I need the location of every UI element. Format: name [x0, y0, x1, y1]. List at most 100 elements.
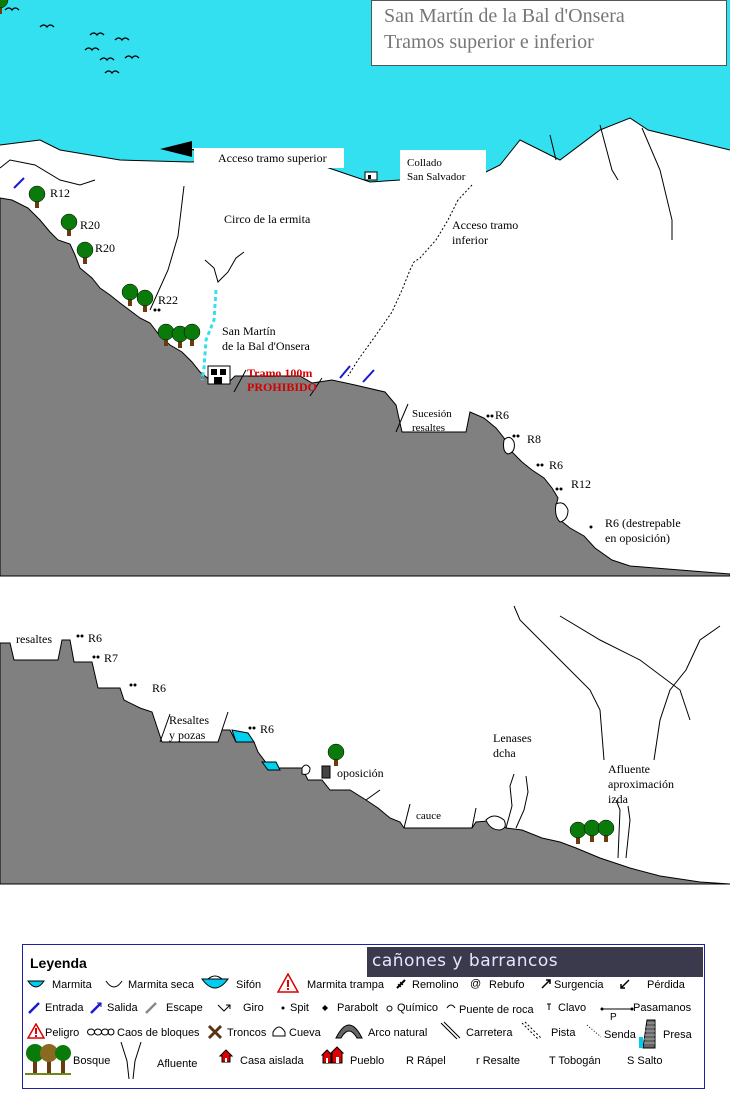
peligro-icon	[27, 1023, 45, 1039]
waterfall-dashes	[200, 289, 218, 381]
label-r6a: R6	[495, 408, 510, 422]
title-box: San Martín de la Bal d'Onsera Tramos sup…	[371, 0, 727, 66]
perdida-icon	[620, 979, 630, 989]
label-collado-1: Collado	[407, 157, 442, 169]
drop-divider	[233, 369, 409, 433]
presa-icon	[639, 1019, 656, 1049]
sifon-icon	[201, 975, 229, 989]
label-r8: R8	[527, 432, 542, 446]
label-oposicion: oposición	[337, 766, 384, 780]
pool-lower-1	[231, 729, 255, 743]
circo-line-1	[149, 185, 185, 311]
acceso-inferior-trail	[347, 199, 459, 377]
senda-icon	[586, 1024, 602, 1038]
label-r6b: R6	[549, 458, 564, 472]
legend-giro: Giro	[243, 1002, 264, 1014]
valley-line-1	[513, 605, 605, 761]
lenases-gully	[505, 773, 529, 829]
oposicion-block	[321, 765, 331, 779]
legend-peligro: Peligro	[45, 1027, 80, 1039]
legend-pista: Pista	[551, 1027, 576, 1039]
marmita-icon	[27, 980, 45, 988]
label-prohibido-1: Tramo 100m	[247, 366, 313, 380]
pool-upper-2	[555, 502, 569, 523]
legend-parabolt: Parabolt	[337, 1002, 378, 1014]
birds	[4, 7, 140, 75]
valley-line-2	[653, 625, 721, 761]
quimico-icon	[386, 1005, 393, 1012]
tree-group	[0, 0, 9, 14]
remolino-icon	[396, 979, 406, 989]
ridge-line-right	[549, 124, 673, 240]
legend-presa: Presa	[663, 1029, 692, 1041]
ermita-building	[207, 365, 231, 385]
legend-remolino: Remolino	[412, 979, 459, 991]
label-r12: R12	[50, 186, 71, 200]
legend: Leyenda cañones y barrancos Marmita Marm…	[22, 944, 705, 1089]
legend-rapel: R Rápel	[406, 1055, 446, 1067]
legend-title: Leyenda	[30, 955, 87, 971]
cueva-icon	[272, 1026, 286, 1037]
pista-icon	[521, 1021, 542, 1040]
legend-perdida: Pérdida	[647, 979, 685, 991]
legend-tobogan: T Tobogán	[549, 1055, 601, 1067]
caos-icon	[87, 1028, 115, 1036]
legend-salto: S Salto	[627, 1055, 663, 1067]
label-circo: Circo de la ermita	[224, 212, 311, 226]
drop-divider-lower	[159, 711, 477, 829]
pueblo-icon	[321, 1046, 345, 1064]
brand-banner: cañones y barrancos	[367, 947, 703, 977]
entrada-icon	[28, 1002, 40, 1014]
legend-escape: Escape	[166, 1002, 203, 1014]
legend-pasamanos: Pasamanos	[633, 1002, 692, 1014]
legend-entrada: Entrada	[45, 1002, 84, 1014]
afluente-gully	[615, 799, 631, 859]
legend-spit: Spit	[290, 1002, 309, 1014]
label-r22: R22	[158, 293, 179, 307]
legend-pueblo: Pueblo	[350, 1055, 385, 1067]
title-line-1: San Martín de la Bal d'Onsera	[384, 5, 625, 27]
legend-marmita-trampa: Marmita trampa	[307, 979, 385, 991]
label-r20b: R20	[95, 241, 116, 255]
puente-roca-icon	[446, 1004, 456, 1009]
label-r6e: R6	[152, 681, 167, 695]
title-line-2: Tramos superior e inferior	[384, 31, 594, 53]
label-r6f: R6	[260, 722, 275, 736]
spit-icon	[281, 1006, 285, 1010]
legend-troncos: Troncos	[227, 1027, 267, 1039]
bosque-icon	[25, 1044, 71, 1075]
label-afluente-1: Afluente	[608, 762, 650, 776]
legend-resalte: r Resalte	[476, 1055, 521, 1067]
legend-salida: Salida	[107, 1002, 138, 1014]
label-prohibido-2: PROHIBIDO	[247, 380, 318, 394]
casa-aislada-icon	[219, 1049, 233, 1063]
pool-lower-4	[485, 815, 506, 831]
label-r6c-2: en oposición)	[605, 531, 670, 545]
legend-sifon: Sifón	[236, 979, 262, 991]
label-r6c-1: R6 (destrepable	[605, 516, 681, 530]
pool-lower-2	[261, 761, 281, 771]
ridge-line-left	[0, 159, 96, 186]
label-r7: R7	[104, 651, 119, 665]
legend-senda: Senda	[604, 1029, 636, 1041]
label-resaltes: resaltes	[16, 632, 52, 646]
marmita-trampa-icon	[277, 973, 299, 993]
legend-casa: Casa aislada	[240, 1055, 304, 1067]
acceso-inferior-trail-2	[457, 184, 473, 201]
legend-caos: Caos de bloques	[117, 1027, 200, 1039]
label-collado-2: San Salvador	[407, 171, 466, 183]
afluente-icon	[120, 1041, 142, 1080]
clavo-icon	[547, 1003, 551, 1010]
pasamanos-icon	[600, 1007, 634, 1011]
label-bg	[400, 150, 486, 184]
troncos-icon	[207, 1024, 223, 1040]
label-sucesion-2: resaltes	[412, 422, 445, 434]
escape-icon	[145, 1002, 157, 1014]
rebufo-icon: @	[470, 978, 482, 990]
entry-arrows-upper	[13, 177, 375, 383]
collado-hut	[364, 171, 378, 181]
parabolt-icon	[322, 1005, 328, 1011]
circo-line-2	[204, 251, 245, 283]
pool-lower-3	[301, 764, 311, 775]
label-afluente-3: izda	[608, 792, 628, 806]
